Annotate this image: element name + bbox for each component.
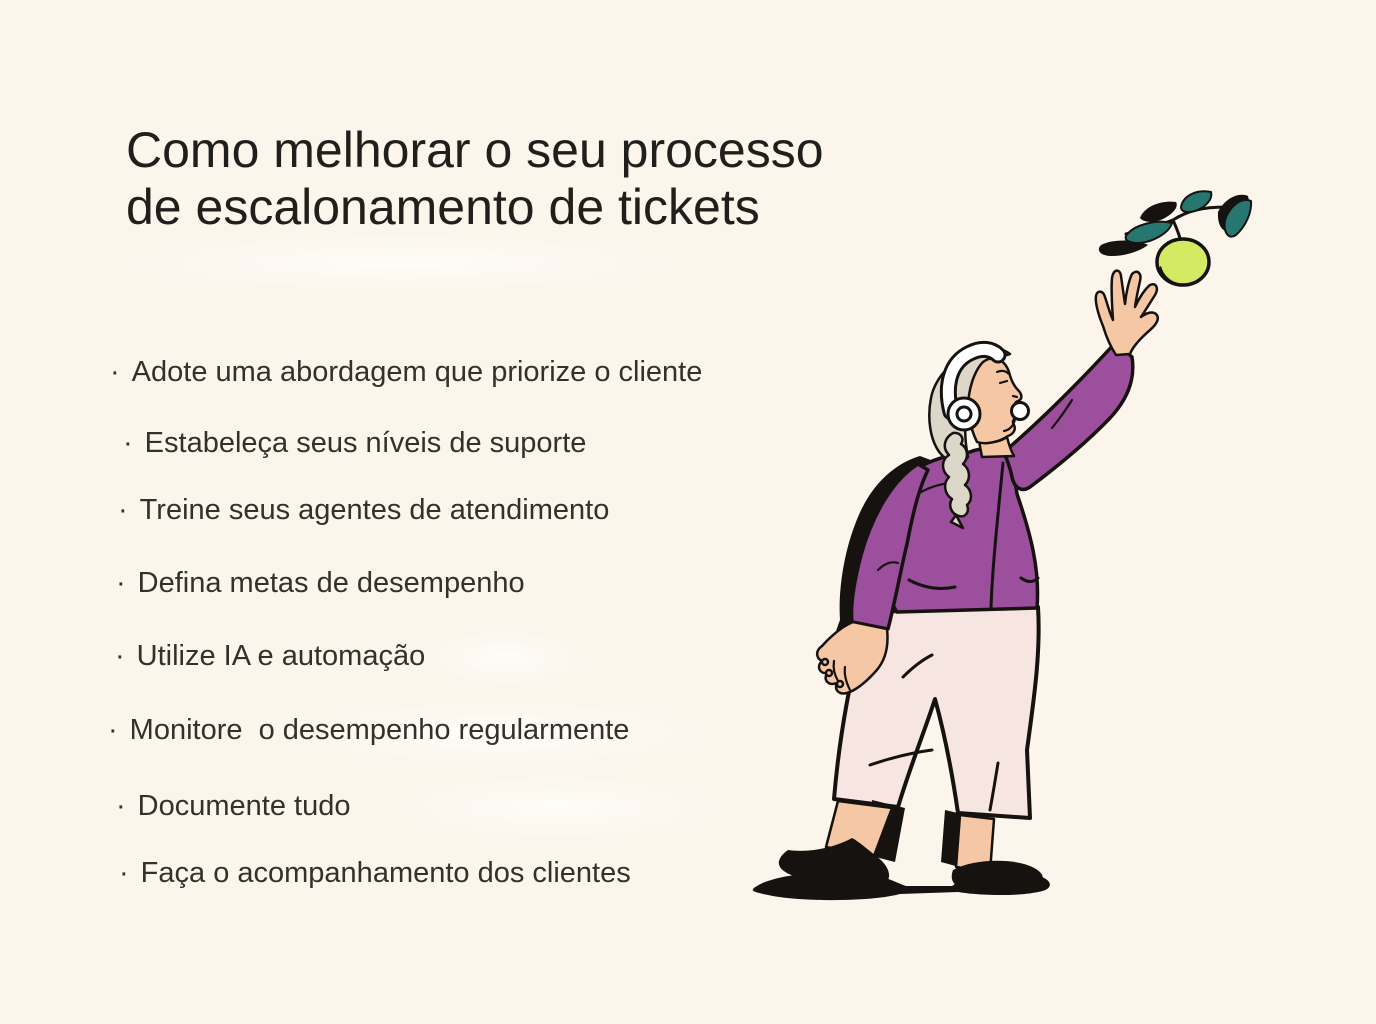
- right-shoe: [951, 860, 1043, 893]
- list-item: · Estabeleça seus níveis de suporte: [123, 425, 586, 461]
- leaf: [1124, 220, 1173, 244]
- list-item: · Documente tudo: [116, 788, 350, 824]
- leaf: [1223, 199, 1253, 238]
- list-item: · Defina metas de desempenho: [116, 565, 525, 601]
- head: [928, 340, 1030, 530]
- finger-line: [843, 665, 852, 692]
- sleeve-fold: [1050, 398, 1074, 430]
- mic-arm: [1002, 417, 1017, 433]
- braid-tip: [949, 513, 965, 530]
- leaf-shadow: [1098, 240, 1148, 256]
- leaf-shadow: [1140, 201, 1177, 222]
- bullet-icon: ·: [123, 427, 133, 459]
- list-item: · Monitore o desempenho regularmente: [108, 712, 629, 748]
- list-item-text: Treine seus agentes de atendimento: [139, 494, 610, 526]
- hands: [815, 269, 1159, 695]
- bullet-icon: ·: [119, 857, 129, 889]
- jacket: [849, 340, 1135, 631]
- bullet-icon: ·: [115, 640, 125, 672]
- pants-crease: [901, 653, 934, 679]
- legs: [778, 605, 1043, 893]
- page-title-line1: Como melhorar o seu processo: [126, 122, 824, 178]
- jacket-pocket: [907, 578, 957, 590]
- jacket-pocket: [1019, 576, 1040, 583]
- bullet-icon: ·: [118, 494, 128, 526]
- list-item: · Faça o acompanhamento dos clientes: [119, 855, 631, 891]
- list-item: · Adote uma abordagem que priorize o clie…: [110, 354, 702, 390]
- pants-crease: [868, 748, 934, 767]
- apple: [1155, 237, 1211, 287]
- list-item: · Treine seus agentes de atendimento: [118, 492, 609, 528]
- page-title-line2: de escalonamento de tickets: [126, 179, 760, 235]
- bullet-icon: ·: [108, 714, 118, 746]
- tips-list: · Adote uma abordagem que priorize o clie…: [108, 354, 702, 891]
- mic: [1010, 401, 1030, 421]
- jacket-zipper: [989, 461, 1005, 611]
- finger-line: [832, 659, 840, 683]
- fingernail: [820, 657, 830, 667]
- braid: [941, 431, 973, 518]
- list-item-text: Adote uma abordagem que priorize o clien…: [131, 356, 703, 388]
- bullet-icon: ·: [116, 790, 126, 822]
- bullet-icon: ·: [116, 567, 126, 599]
- eyebrow: [995, 369, 1011, 376]
- list-item-text: Defina metas de desempenho: [137, 567, 525, 599]
- list-item-text: Monitore o desempenho regularmente: [129, 714, 630, 746]
- leaf: [1180, 190, 1213, 213]
- pants-crease: [988, 761, 1000, 812]
- jacket-raised-sleeve: [1002, 340, 1135, 492]
- apple-shading: [1158, 266, 1186, 285]
- branch: [1098, 190, 1253, 287]
- headphone-ear-cup-center: [955, 405, 973, 423]
- jacket-fold: [876, 561, 900, 572]
- face: [967, 357, 1023, 445]
- fingernail: [835, 679, 845, 689]
- list-item-text: Faça o acompanhamento dos clientes: [140, 857, 631, 889]
- headband: [942, 343, 1004, 418]
- list-item-text: Utilize IA e automação: [136, 640, 426, 672]
- list-item-text: Documente tudo: [137, 790, 351, 822]
- raised-hand: [1094, 269, 1159, 357]
- list-item-text: Estabeleça seus níveis de suporte: [144, 427, 587, 459]
- list-item: · Utilize IA e automação: [115, 638, 425, 674]
- eye: [998, 379, 1009, 385]
- fingernail: [824, 668, 834, 678]
- left-shoe: [778, 838, 890, 888]
- nostril: [1011, 394, 1019, 399]
- pants: [832, 605, 1041, 820]
- illustration-woman-reaching-apple: [752, 190, 1253, 901]
- bullet-icon: ·: [110, 356, 120, 388]
